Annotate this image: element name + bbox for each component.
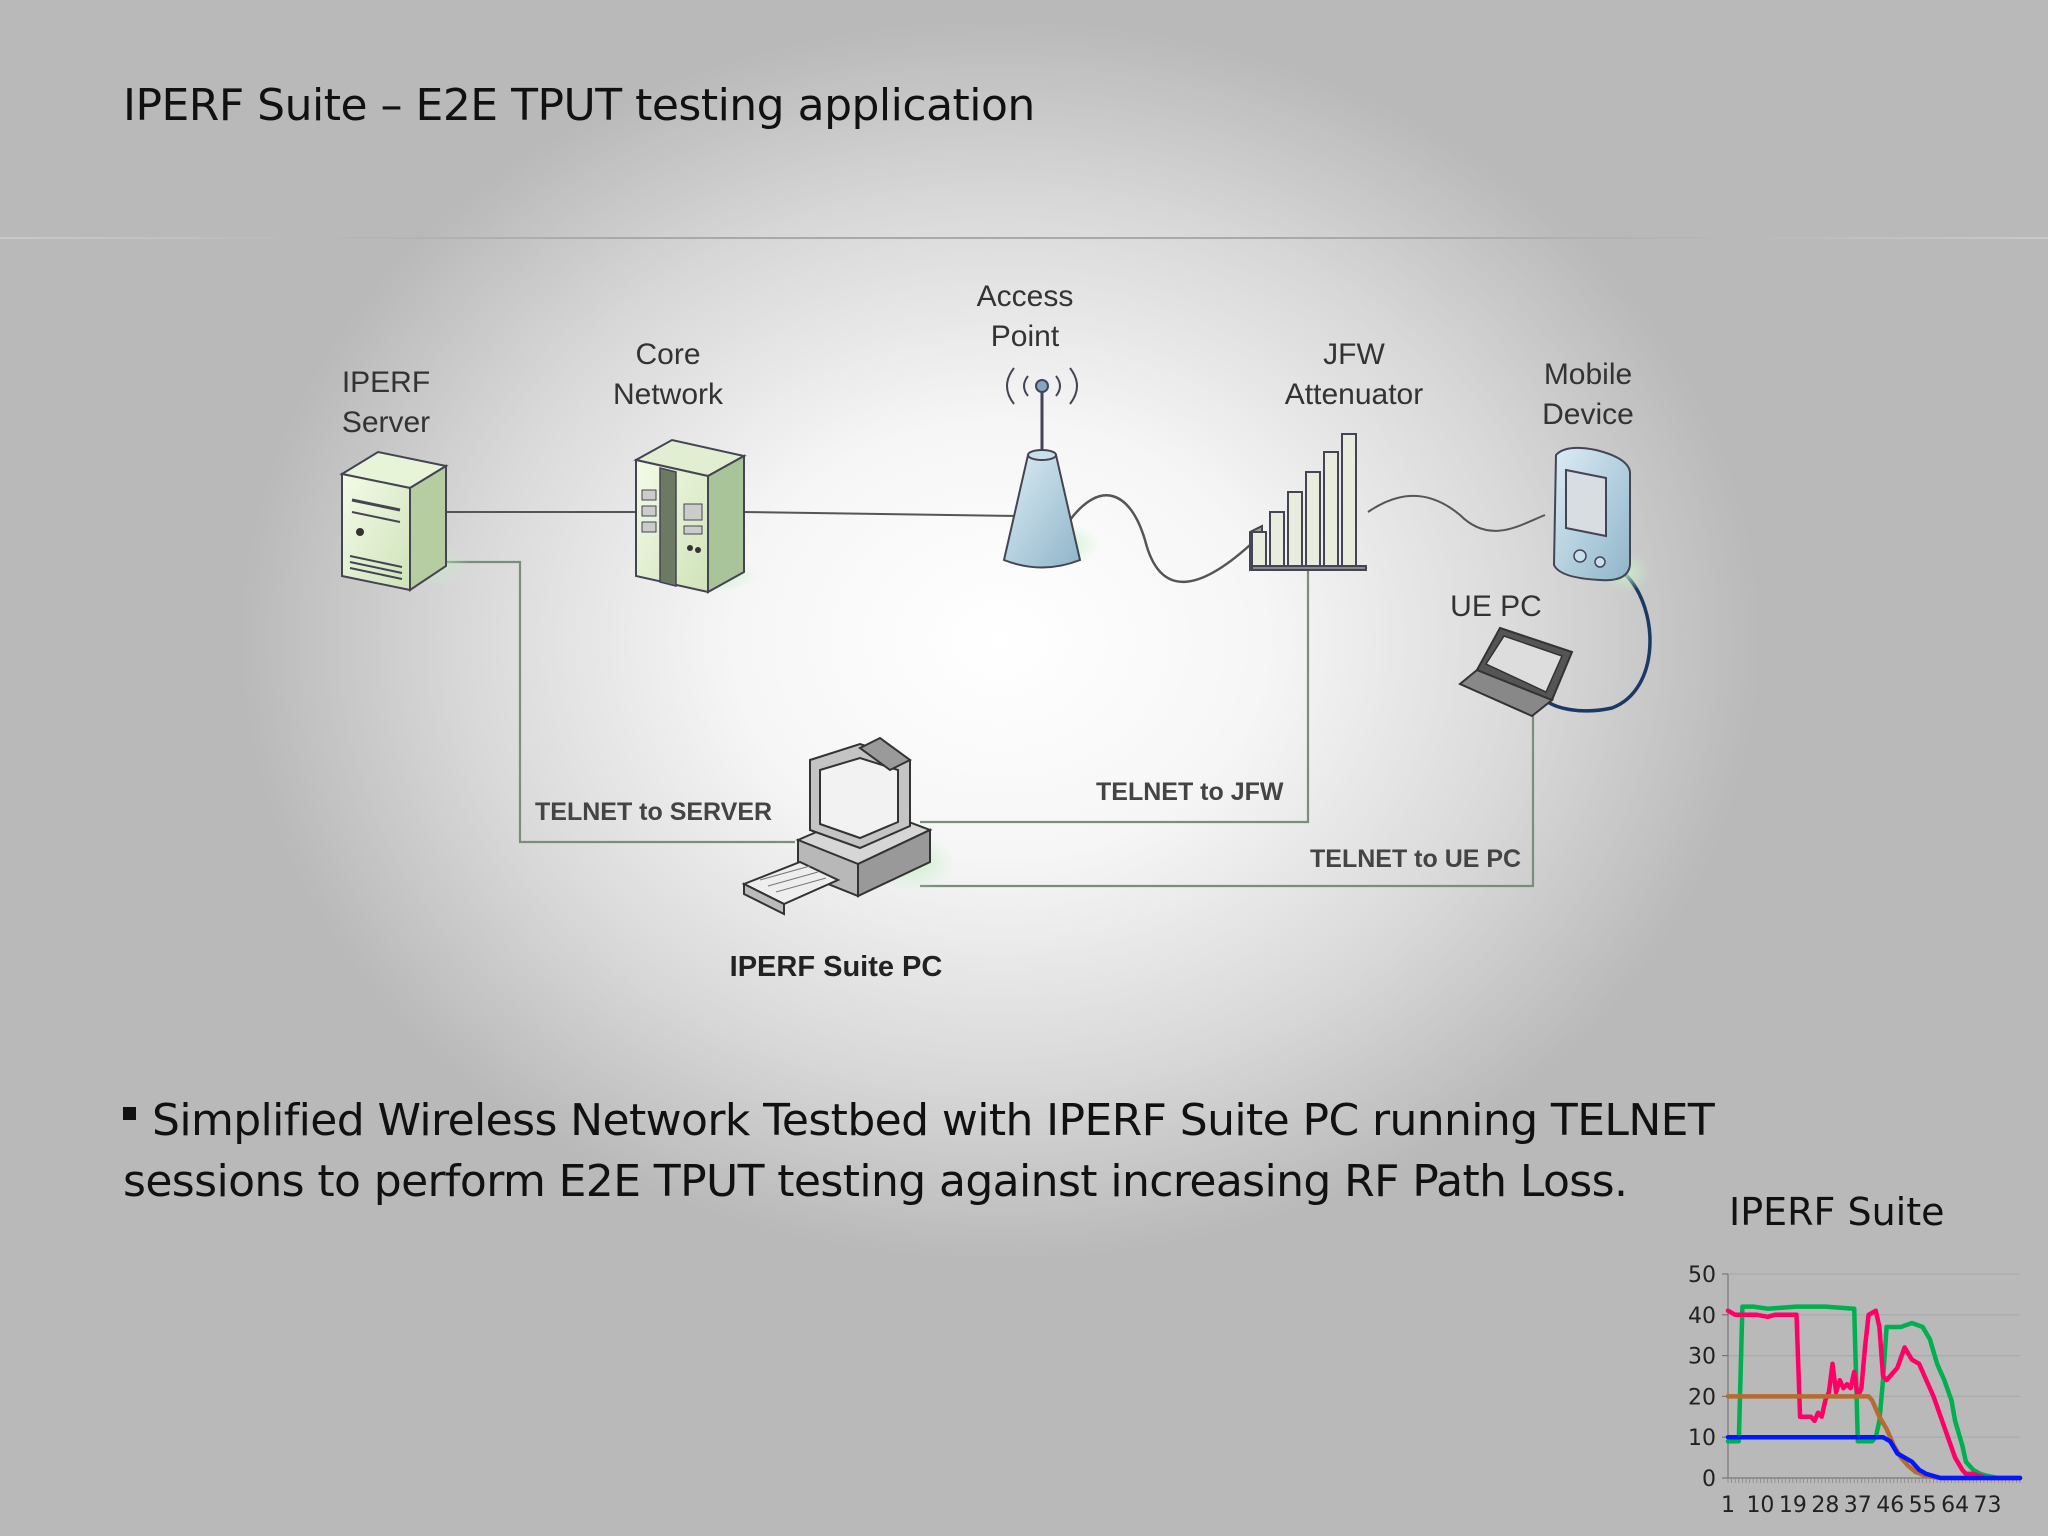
svg-text:Mobile: Mobile: [1544, 358, 1632, 391]
server-label: IPERF Server: [342, 366, 430, 439]
y-tick-label: 50: [1688, 1263, 1716, 1288]
telnet-jfw-label: TELNET to JFW: [1096, 778, 1284, 806]
laptop-icon: [1458, 626, 1574, 718]
svg-text:Server: Server: [342, 406, 430, 439]
svg-text:Core: Core: [635, 338, 700, 371]
x-tick-label: 28: [1811, 1493, 1839, 1518]
title-divider: [0, 237, 2048, 239]
attenuator-label: JFW Attenuator: [1285, 338, 1423, 411]
telnet-server-label: TELNET to SERVER: [535, 798, 772, 826]
bullet-marker: [123, 1106, 136, 1120]
mobile-device-icon: [1552, 446, 1631, 582]
svg-text:IPERF: IPERF: [342, 366, 430, 399]
x-tick-label: 64: [1941, 1493, 1969, 1518]
desktop-pc-icon: [741, 736, 933, 916]
mobile-device-label: Mobile Device: [1542, 358, 1634, 431]
svg-text:JFW: JFW: [1323, 338, 1385, 371]
x-tick-label: 19: [1779, 1493, 1807, 1518]
server-icon: [339, 450, 449, 592]
svg-text:Access: Access: [977, 280, 1074, 313]
y-tick-label: 0: [1702, 1467, 1716, 1492]
access-point-label: Access Point: [977, 280, 1074, 353]
x-tick-label: 37: [1844, 1493, 1872, 1518]
svg-text:Attenuator: Attenuator: [1285, 378, 1423, 411]
series-line-1: [1725, 1304, 2023, 1481]
core-network-icon: [633, 438, 747, 594]
x-tick-label: 73: [1974, 1493, 2002, 1518]
y-tick-label: 10: [1688, 1426, 1716, 1451]
x-tick-label: 10: [1746, 1493, 1774, 1518]
x-tick-label: 55: [1909, 1493, 1937, 1518]
attenuator-icon: [1249, 433, 1367, 572]
y-tick-label: 30: [1688, 1345, 1716, 1370]
svg-text:Device: Device: [1542, 398, 1634, 431]
network-testbed-diagram: IPERF Server Core Network Access: [339, 280, 1652, 983]
series-line-2: [1725, 1308, 2023, 1481]
network-links: [445, 494, 1546, 584]
svg-text:Point: Point: [991, 320, 1060, 353]
y-tick-label: 20: [1688, 1385, 1716, 1410]
ue-cable: [1543, 573, 1652, 713]
x-tick-label: 46: [1876, 1493, 1904, 1518]
x-tick-label: 1: [1721, 1493, 1735, 1518]
chart-title: IPERF Suite: [1729, 1190, 1945, 1234]
svg-text:Network: Network: [613, 378, 724, 411]
y-tick-label: 40: [1688, 1304, 1716, 1329]
access-point-icon: [1002, 367, 1082, 569]
ue-pc-label: UE PC: [1450, 590, 1542, 623]
telnet-ue-label: TELNET to UE PC: [1310, 845, 1521, 873]
series-line-3: [1725, 1394, 2023, 1481]
bullet-text: Simplified Wireless Network Testbed with…: [123, 1090, 1743, 1212]
telnet-links: [445, 560, 1535, 888]
core-network-label: Core Network: [613, 338, 724, 411]
iperf-suite-pc-label: IPERF Suite PC: [730, 951, 943, 983]
slide-title: IPERF Suite – E2E TPUT testing applicati…: [123, 80, 1035, 131]
series-line-4: [1725, 1434, 2023, 1481]
bullet-content: Simplified Wireless Network Testbed with…: [123, 1095, 1715, 1207]
